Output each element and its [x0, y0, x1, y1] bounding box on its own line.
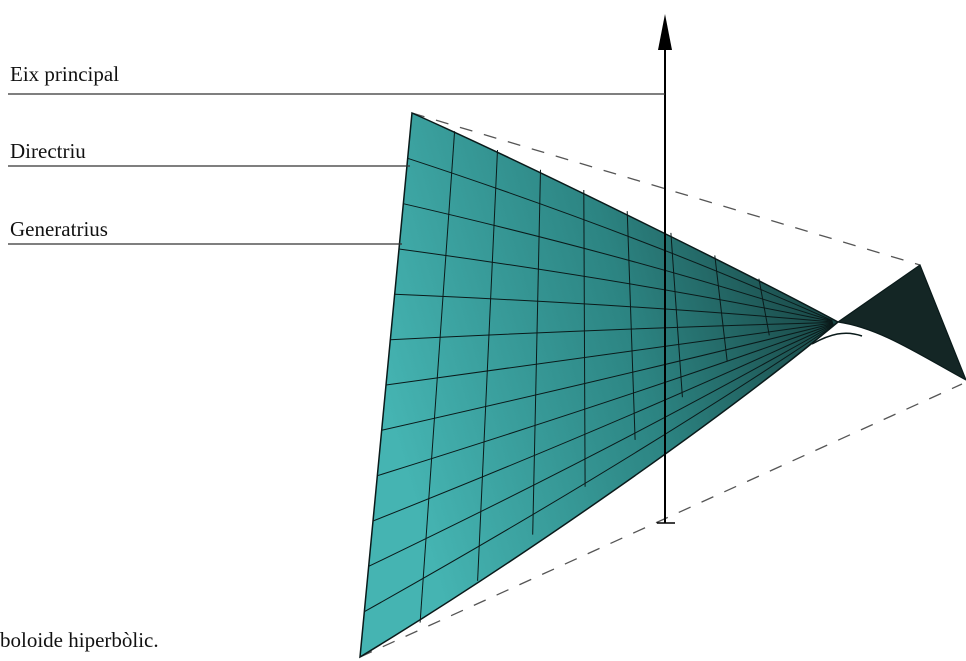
label-directrix: Directriu — [10, 139, 86, 164]
label-principal-axis: Eix principal — [10, 62, 119, 87]
figure-caption: boloide hiperbòlic. — [0, 628, 159, 653]
arrow-up-icon — [658, 14, 672, 50]
surface-back-lobe — [838, 265, 966, 380]
surface-front — [360, 113, 838, 657]
label-generatrices: Generatrius — [10, 217, 108, 242]
